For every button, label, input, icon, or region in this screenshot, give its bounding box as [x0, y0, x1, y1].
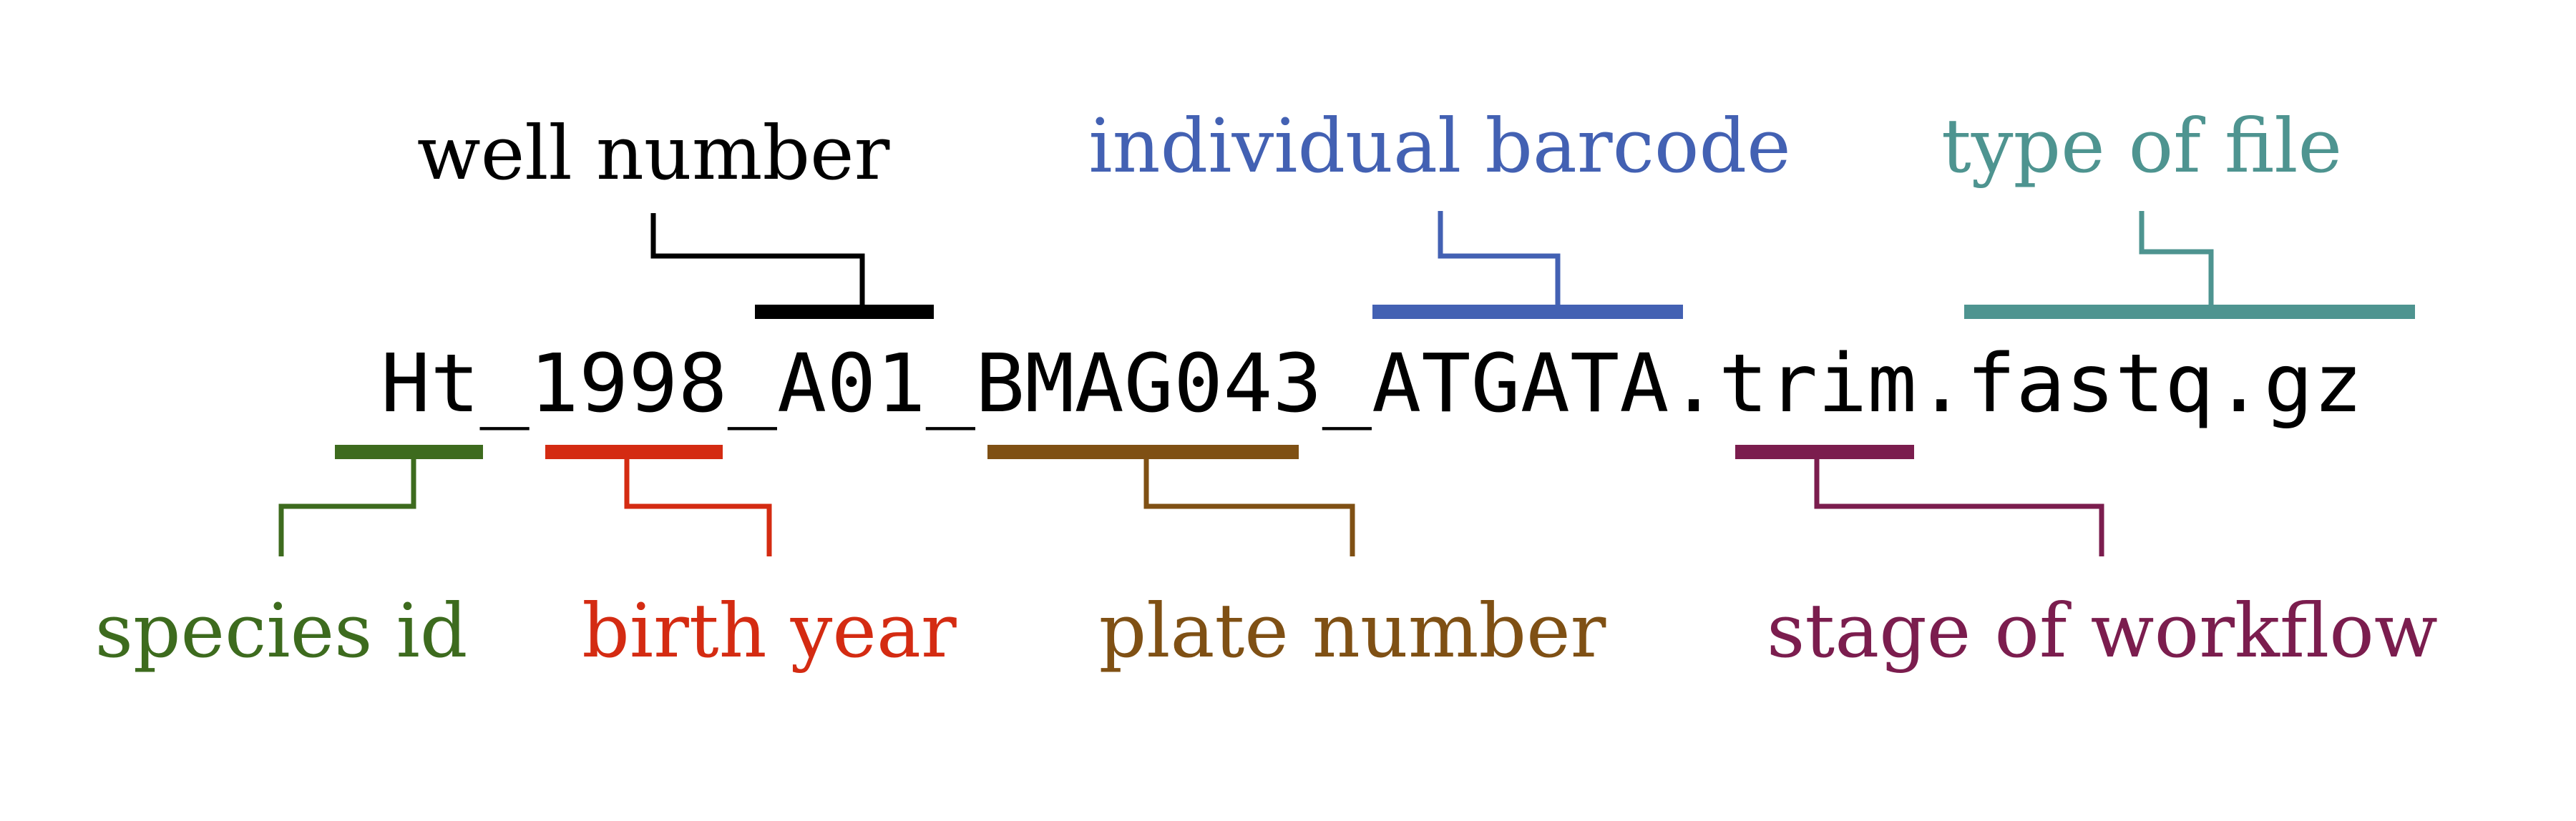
birth-year-leader-line — [624, 459, 772, 556]
well-number-leader-line — [650, 213, 865, 305]
species-id-leader-line — [278, 459, 416, 556]
segment-plate-number: plate number — [987, 445, 1606, 674]
segment-birth-year: birth year — [545, 445, 957, 674]
individual-barcode-label: individual barcode — [1088, 102, 1790, 190]
filename-text: Ht_1998_A01_BMAG043_ATGATA.trim.fastq.gz — [381, 338, 2363, 431]
segment-individual-barcode: individual barcode — [1088, 102, 1791, 319]
birth-year-label: birth year — [582, 587, 957, 674]
segment-type-of-file: type of file — [1941, 102, 2415, 319]
well-number-label: well number — [417, 109, 890, 197]
type-of-file-label: type of file — [1941, 102, 2342, 190]
type-of-file-leader-line — [2139, 211, 2214, 305]
plate-number-label: plate number — [1099, 587, 1606, 674]
stage-of-workflow-label: stage of workflow — [1767, 587, 2438, 674]
individual-barcode-leader-line — [1438, 211, 1561, 305]
segment-stage-of-workflow: stage of workflow — [1735, 445, 2438, 674]
segment-well-number: well number — [417, 109, 934, 319]
plate-number-leader-line — [1143, 459, 1355, 556]
segment-species-id: species id — [95, 445, 483, 674]
species-id-label: species id — [95, 587, 468, 674]
stage-of-workflow-leader-line — [1814, 459, 2104, 556]
